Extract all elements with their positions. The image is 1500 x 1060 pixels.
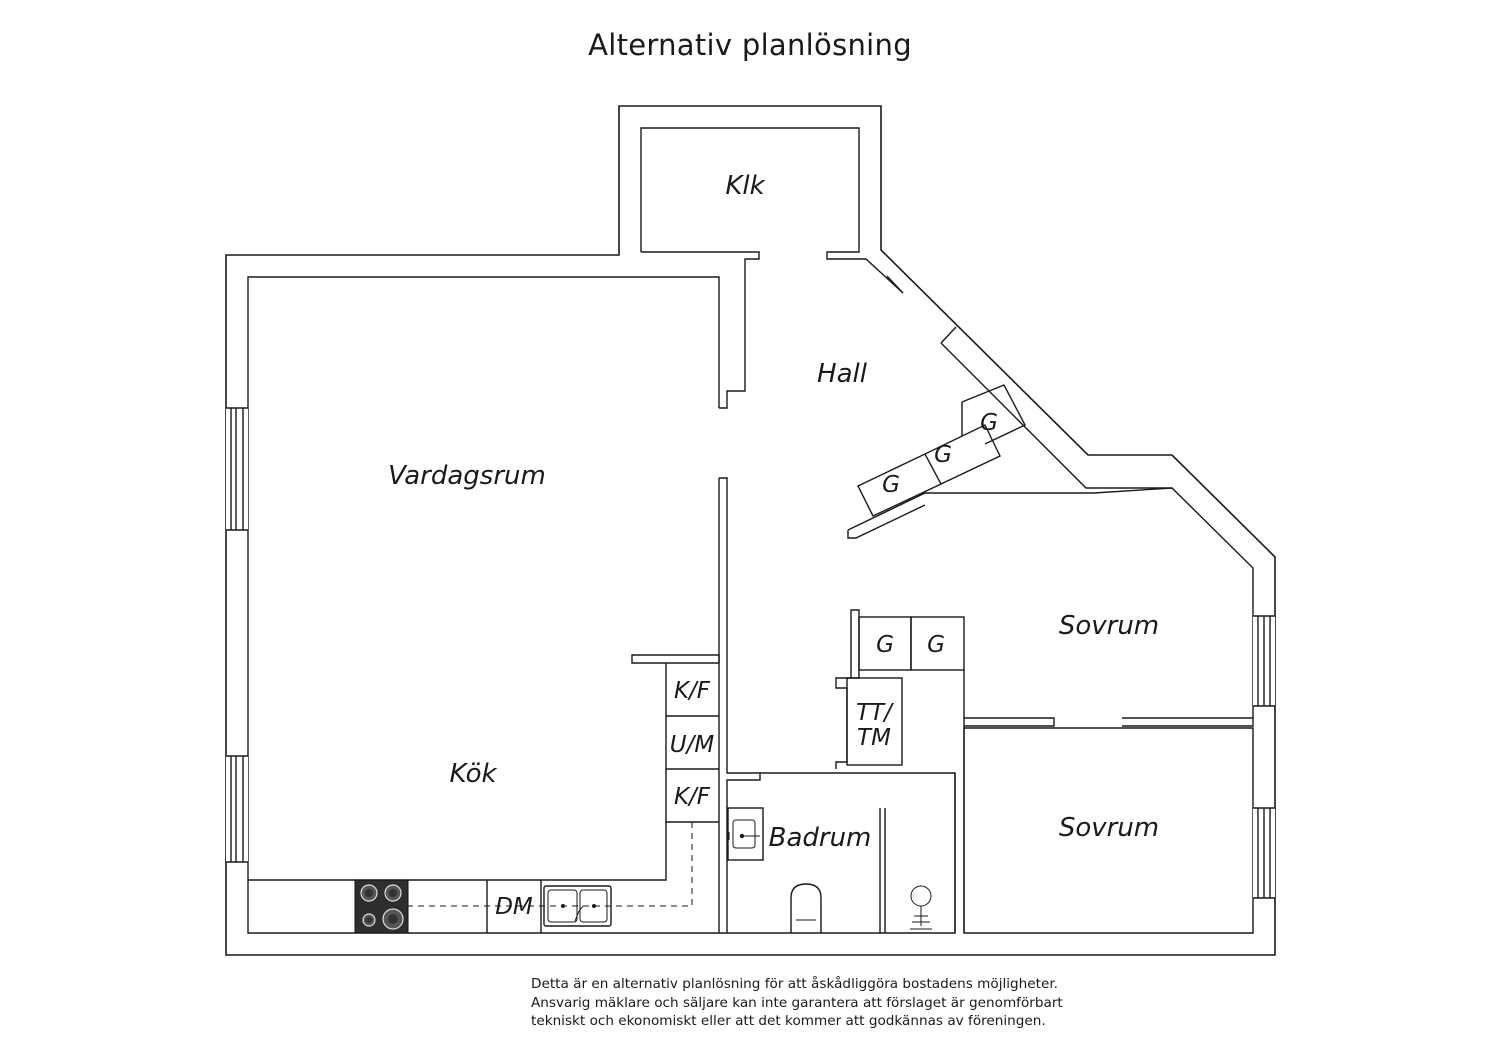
kitchen-sink-icon	[543, 885, 612, 927]
window-sovrum-upper	[1253, 615, 1275, 707]
hall-wall-jamb	[886, 275, 957, 344]
disclaimer-line: Ansvarig mäklare och säljare kan inte ga…	[531, 994, 1063, 1011]
room-label-vardagsrum: Vardagsrum	[388, 461, 546, 491]
label-hall-wardrobe-1: G	[882, 472, 900, 498]
exterior-wall-outer	[225, 105, 1276, 956]
wall-hall-diagonal	[847, 487, 1173, 531]
disclaimer-line: tekniskt och ekonomiskt eller att det ko…	[531, 1013, 1046, 1029]
wall-hall-diagonal-lower	[847, 504, 926, 539]
sovrum-wardrobes	[858, 616, 965, 671]
label-dishwasher: DM	[495, 894, 533, 920]
label-washer-dryer-line1: TT/	[856, 700, 894, 726]
label-fridge-freezer-1: K/F	[674, 678, 711, 704]
room-label-sovrum-upper: Sovrum	[1059, 611, 1159, 641]
wall-sovrum-left	[954, 670, 965, 933]
window-sovrum-lower	[1253, 807, 1275, 899]
room-label-hall: Hall	[817, 359, 868, 389]
page-title: Alternativ planlösning	[588, 28, 912, 62]
exterior-wall-inner-klk	[640, 127, 904, 294]
room-label-kok: Kök	[449, 759, 497, 789]
label-oven-microwave: U/M	[670, 732, 715, 758]
disclaimer: Detta är en alternativ planlösning för a…	[531, 975, 1131, 1031]
hall-wardrobes	[857, 384, 1026, 517]
exterior-wall-inner-vardagsrum	[247, 276, 720, 880]
exterior-wall-inner-bottom	[247, 478, 720, 934]
label-sovrum-wardrobe-1: G	[876, 632, 894, 658]
label-hall-wardrobe-3: G	[980, 410, 998, 436]
wall-vardagsrum-hall-upper	[641, 251, 760, 409]
counter-edge-dashed	[408, 822, 693, 907]
wall-sovrum-divider	[964, 717, 1254, 727]
shower-icon	[879, 808, 932, 933]
label-sovrum-wardrobe-2: G	[927, 632, 945, 658]
room-label-klk: Klk	[725, 171, 765, 201]
label-fridge-freezer-2: K/F	[674, 784, 711, 810]
stove-icon	[354, 879, 409, 934]
toilet-icon	[790, 883, 822, 933]
room-label-badrum: Badrum	[769, 823, 872, 853]
room-label-sovrum-lower: Sovrum	[1059, 813, 1159, 843]
washer-dryer	[846, 677, 903, 766]
label-hall-wardrobe-2: G	[934, 442, 952, 468]
window-kok	[226, 755, 248, 863]
wall-vardagsrum-hall-lower	[719, 477, 761, 934]
wall-kitchen-counter-top	[631, 654, 720, 664]
label-washer-dryer-line2: TM	[857, 725, 891, 751]
bathroom-sink-icon	[727, 807, 764, 861]
disclaimer-line: Detta är en alternativ planlösning för a…	[531, 976, 1058, 992]
window-vardagsrum-upper	[226, 407, 248, 531]
